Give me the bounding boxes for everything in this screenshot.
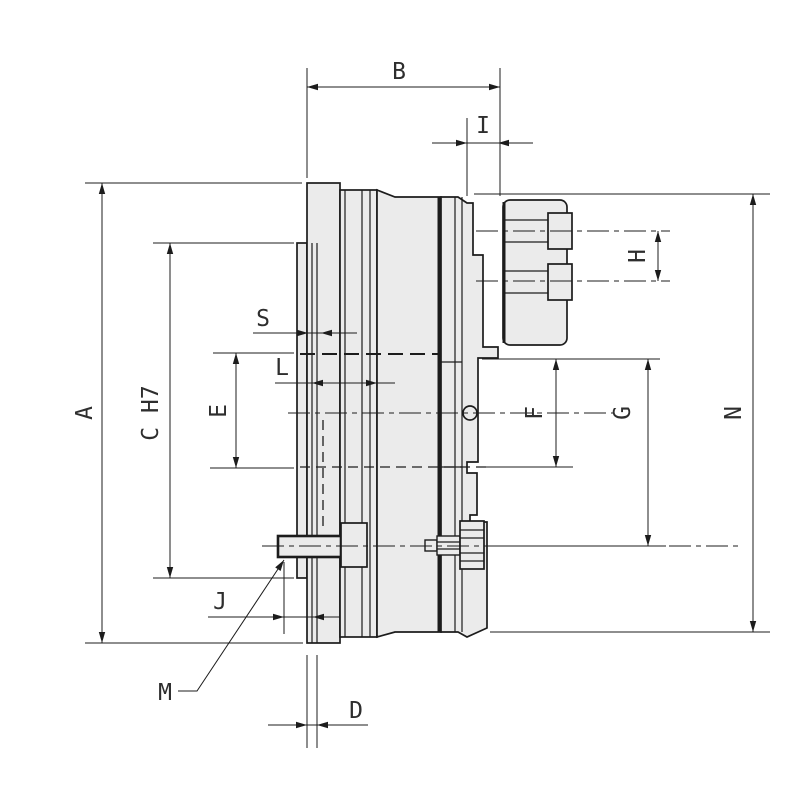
- dim-label-i: I: [476, 113, 490, 139]
- dim-label-j: J: [213, 589, 227, 615]
- dim-label-c: C H7: [138, 385, 164, 440]
- dim-label-g: G: [610, 406, 636, 420]
- dim-label-d: D: [349, 698, 363, 724]
- dim-label-m: M: [158, 680, 172, 706]
- dim-label-l: L: [275, 355, 289, 381]
- arrowheads: [98, 83, 757, 729]
- jaw-key-bottom: [547, 263, 573, 301]
- dim-label-h: H: [625, 249, 651, 263]
- dim-label-n: N: [721, 406, 747, 420]
- stud-nut: [340, 522, 368, 568]
- screw-head: [459, 520, 485, 570]
- spigot-ring: [296, 242, 308, 579]
- leader-line-m: [178, 559, 285, 692]
- dim-label-e: E: [206, 404, 232, 418]
- dimension-labels: B I A C H7 E S L J M D F G H N: [72, 59, 747, 724]
- dim-label-a: A: [72, 406, 98, 420]
- extension-lines: [85, 68, 770, 748]
- dim-label-b: B: [392, 59, 406, 85]
- dim-label-s: S: [256, 306, 270, 332]
- dim-label-f: F: [522, 406, 548, 420]
